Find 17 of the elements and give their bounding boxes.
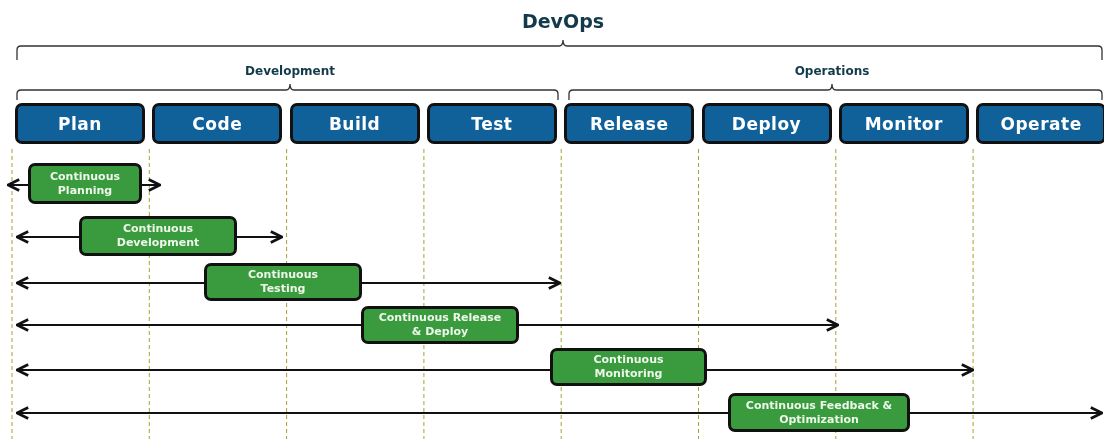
practice-box: Continuous Testing bbox=[204, 263, 362, 301]
practice-box: Continuous Release & Deploy bbox=[361, 306, 519, 344]
stage-box: Monitor bbox=[838, 103, 969, 144]
stage-box: Operate bbox=[976, 103, 1104, 144]
practice-box: Continuous Monitoring bbox=[550, 348, 707, 386]
practice-box: Continuous Development bbox=[79, 216, 237, 256]
stage-box: Release bbox=[564, 103, 695, 144]
section-label: Operations bbox=[793, 64, 871, 78]
practice-box: Continuous Planning bbox=[28, 163, 142, 204]
stage-box: Build bbox=[289, 103, 420, 144]
stage-box: Deploy bbox=[701, 103, 832, 144]
stage-box: Test bbox=[426, 103, 557, 144]
stage-box: Code bbox=[152, 103, 283, 144]
practice-box: Continuous Feedback & Optimization bbox=[728, 393, 910, 432]
section-label: Development bbox=[244, 64, 336, 78]
diagram-title: DevOps bbox=[520, 10, 606, 32]
stage-box: Plan bbox=[15, 103, 145, 144]
